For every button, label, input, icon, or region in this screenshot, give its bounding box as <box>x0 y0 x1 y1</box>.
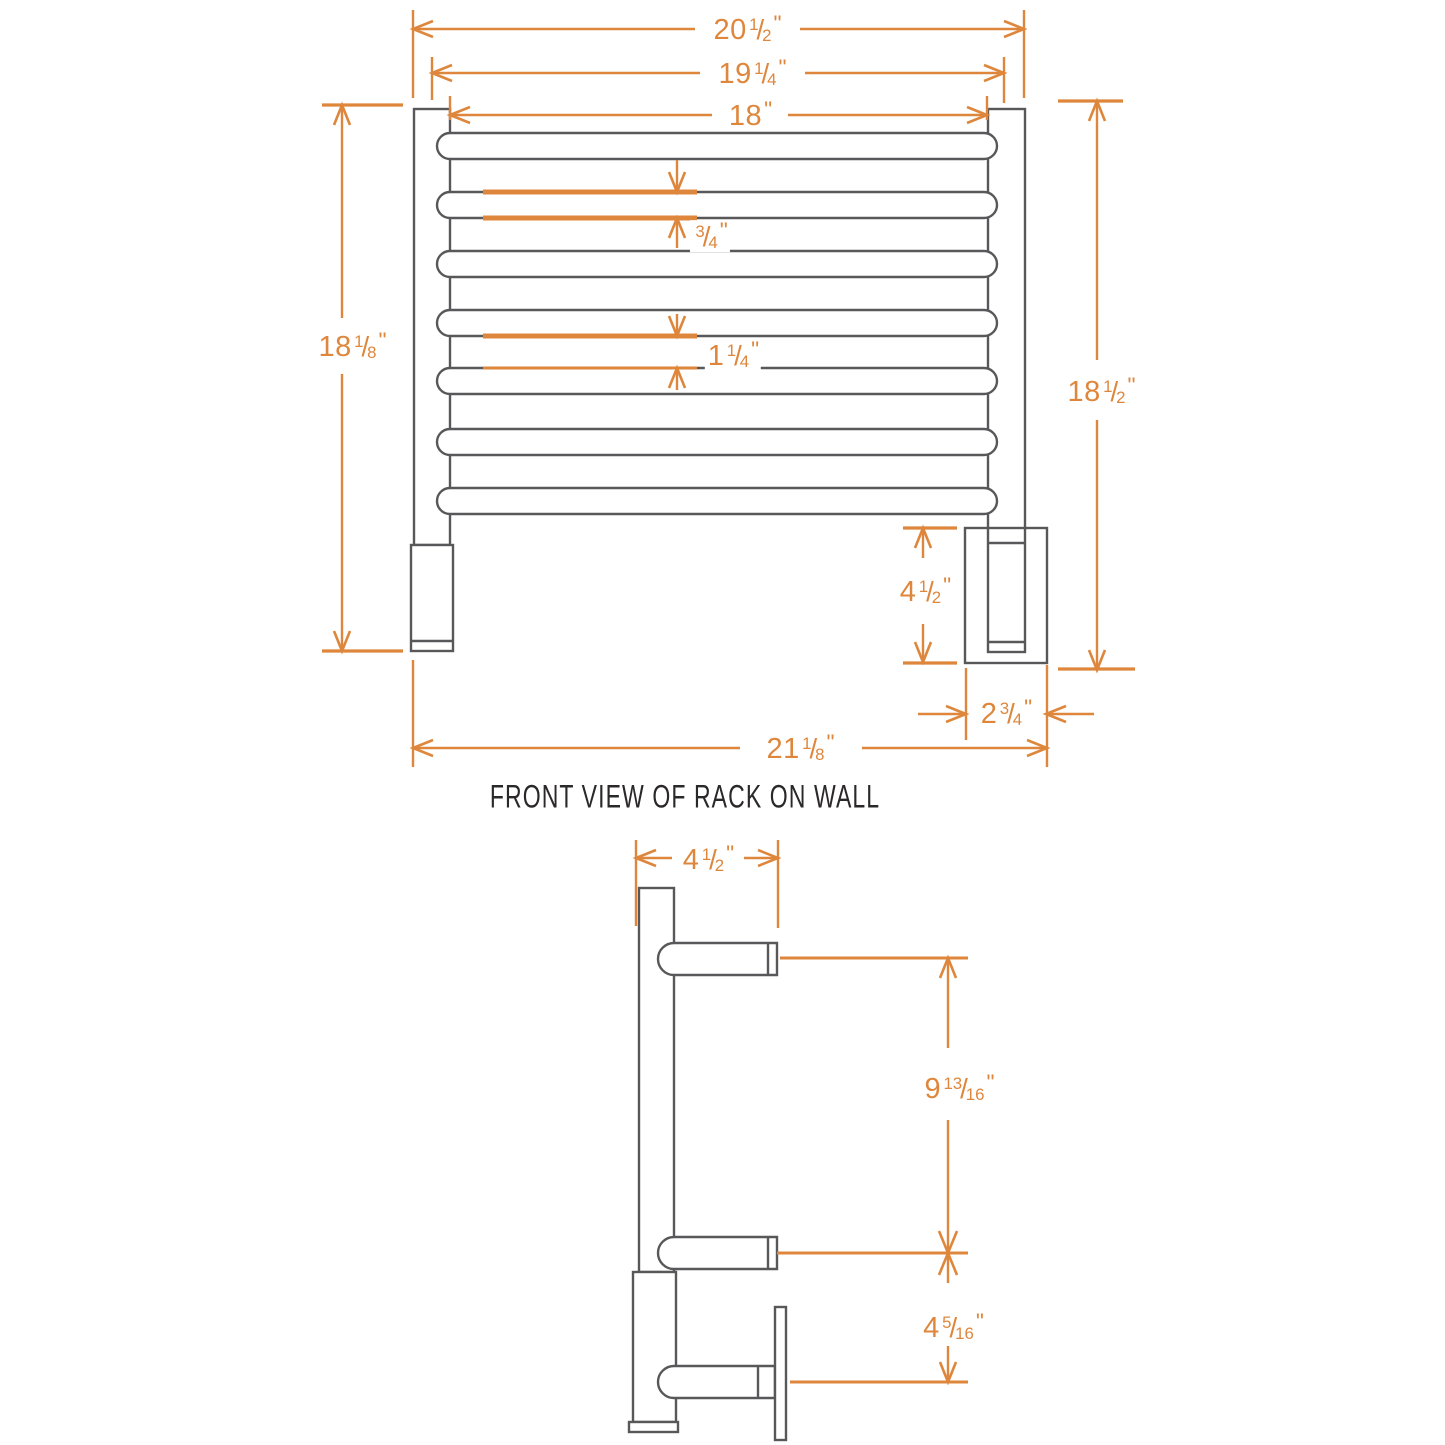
dim-bar-diameter: 3/4" <box>690 219 730 252</box>
front-view-caption: FRONT VIEW OF RACK ON WALL <box>489 778 881 815</box>
front-view-drawing <box>409 107 1049 665</box>
side-view-drawing <box>627 886 788 1442</box>
dim-bar-length: 18" <box>725 98 775 131</box>
dimension-lines <box>322 10 1135 1386</box>
dimension-arrowheads <box>332 19 1107 1386</box>
